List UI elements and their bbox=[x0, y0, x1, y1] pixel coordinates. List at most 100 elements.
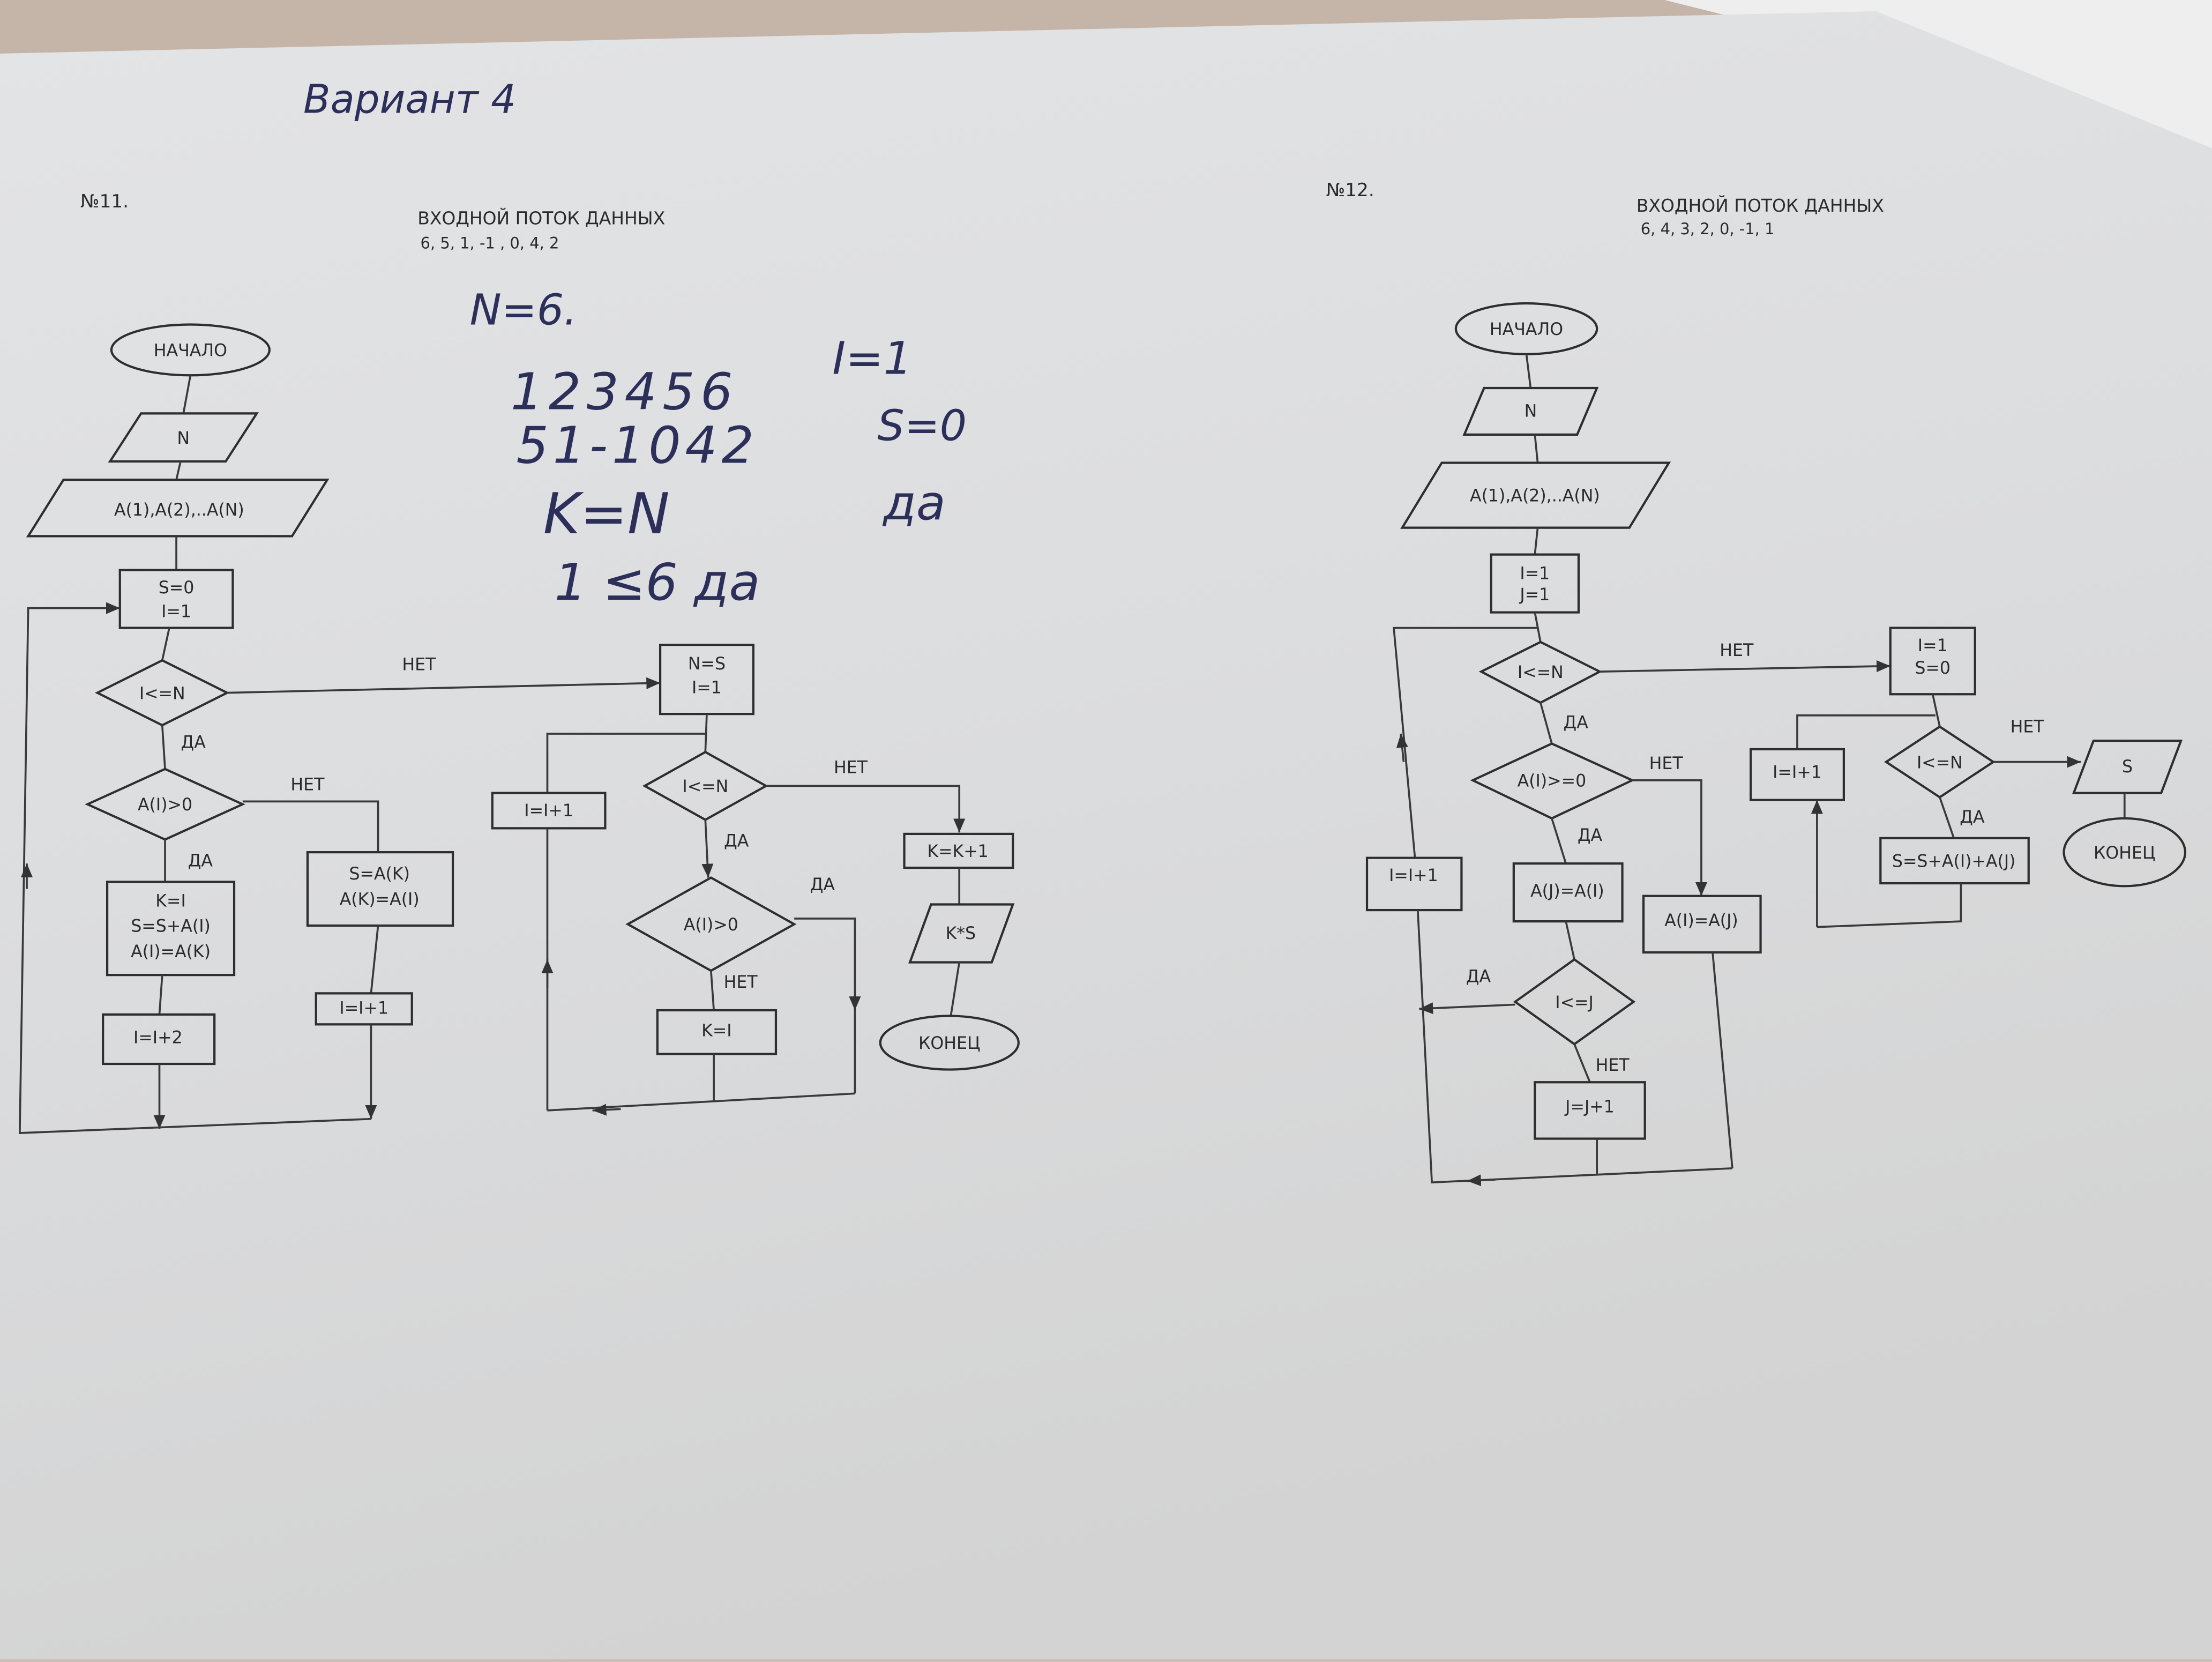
j-inc-block bbox=[1534, 1081, 1646, 1140]
no-block bbox=[1642, 895, 1762, 954]
sum-block bbox=[1879, 837, 2030, 885]
block-line: I=1 bbox=[692, 679, 722, 698]
note-i: I=1 bbox=[832, 332, 912, 385]
branch-yes: ДА bbox=[724, 832, 749, 851]
note-indices: 123456 bbox=[511, 362, 738, 421]
condition-i-le-j bbox=[1513, 958, 1636, 1046]
branch-no: НЕТ bbox=[1596, 1056, 1630, 1075]
input-array bbox=[1400, 461, 1671, 529]
block-line: J=1 bbox=[1519, 585, 1550, 605]
yes-block bbox=[1512, 862, 1624, 923]
no-block bbox=[306, 851, 454, 927]
input-n-label: N bbox=[1525, 402, 1537, 421]
input-n bbox=[1462, 386, 1599, 436]
handwritten-notes: Вариант 4 N=6. 123456 51-1042 K=N 1 ≤6 д… bbox=[303, 77, 967, 612]
condition-label: I<=N bbox=[139, 684, 185, 703]
branch-yes: ДА bbox=[810, 875, 835, 895]
input-array bbox=[26, 478, 330, 538]
block-line: I=I+1 bbox=[524, 801, 573, 821]
stream-header: ВХОДНОЙ ПОТОК ДАННЫХ bbox=[1636, 195, 1884, 216]
block-line: J=J+1 bbox=[1564, 1098, 1615, 1117]
block-line: I=1 bbox=[1520, 564, 1550, 583]
input-array-label: A(1),A(2),..A(N) bbox=[114, 501, 244, 520]
condition-label: A(I)>0 bbox=[684, 915, 738, 935]
inc-block bbox=[315, 992, 413, 1026]
note-k-eq-n: K=N bbox=[543, 481, 670, 547]
condition-label: I<=N bbox=[682, 777, 728, 796]
block-line: S=S+A(I)+A(J) bbox=[1892, 852, 2016, 871]
note-yes: да bbox=[882, 475, 946, 531]
k-assign-block bbox=[656, 1009, 778, 1055]
note-n: N=6. bbox=[470, 286, 578, 335]
block-line: K=I bbox=[155, 891, 185, 911]
handwritten-title: Вариант 4 bbox=[303, 77, 516, 123]
note-s: S=0 bbox=[878, 401, 967, 450]
block-line: A(I)=A(J) bbox=[1664, 911, 1738, 930]
block-line: S=S+A(I) bbox=[131, 917, 211, 936]
condition-label: I<=J bbox=[1555, 993, 1594, 1012]
block-line: A(J)=A(I) bbox=[1530, 882, 1604, 901]
branch-yes: ДА bbox=[181, 733, 206, 752]
block-line: N=S bbox=[688, 654, 726, 674]
end-label: КОНЕЦ bbox=[918, 1034, 981, 1053]
condition-a-gt-0-2 bbox=[625, 876, 797, 972]
start-label: НАЧАЛО bbox=[154, 341, 227, 361]
task-number: №12. bbox=[1326, 180, 1374, 201]
input-n-label: N bbox=[177, 429, 190, 448]
block-line: K=K+1 bbox=[927, 842, 988, 861]
branch-no: НЕТ bbox=[834, 758, 868, 778]
stream-header: ВХОДНОЙ ПОТОК ДАННЫХ bbox=[417, 207, 665, 229]
input-array-label: A(1),A(2),..A(N) bbox=[1470, 487, 1600, 506]
block-line: I=I+1 bbox=[339, 998, 388, 1018]
flowchart-task-11: №11. ВХОДНОЙ ПОТОК ДАННЫХ 6, 5, 1, -1 , … bbox=[18, 191, 1020, 1134]
block-line: I=I+2 bbox=[133, 1028, 183, 1048]
branch-no: НЕТ bbox=[1720, 641, 1754, 660]
task-number: №11. bbox=[80, 191, 129, 212]
condition-label: I<=N bbox=[1917, 753, 1963, 772]
init2-block bbox=[659, 644, 754, 716]
branch-no: НЕТ bbox=[2011, 717, 2045, 736]
loop-inc-block bbox=[491, 792, 607, 830]
end-terminator bbox=[879, 1015, 1020, 1071]
block-line: A(K)=A(I) bbox=[340, 890, 420, 910]
output-block bbox=[908, 903, 1015, 964]
branch-no: НЕТ bbox=[290, 775, 325, 794]
yes-block bbox=[106, 881, 236, 977]
note-compare: 1 ≤6 да bbox=[555, 553, 760, 612]
branch-yes: ДА bbox=[1578, 826, 1603, 845]
branch-no: НЕТ bbox=[724, 973, 758, 992]
block-line: I=I+1 bbox=[1389, 866, 1438, 885]
i-inc-block bbox=[1365, 856, 1463, 912]
input-n bbox=[108, 412, 259, 463]
start-label: НАЧАЛО bbox=[1490, 320, 1563, 339]
block-line: S=0 bbox=[1915, 659, 1951, 678]
init-line: S=0 bbox=[159, 578, 195, 598]
output-label: K*S bbox=[946, 924, 976, 943]
condition-a-gt-0 bbox=[85, 767, 245, 841]
condition-label: A(I)>0 bbox=[138, 795, 192, 815]
second-paper-sheet bbox=[1664, 0, 2212, 155]
flowchart-task-12: №12. ВХОДНОЙ ПОТОК ДАННЫХ 6, 4, 3, 2, 0,… bbox=[1326, 180, 2187, 1187]
block-line: S=A(K) bbox=[349, 864, 409, 884]
init-line: I=1 bbox=[161, 602, 191, 622]
branch-no: НЕТ bbox=[402, 655, 436, 675]
stream-values: 6, 4, 3, 2, 0, -1, 1 bbox=[1641, 220, 1775, 238]
block-line: I=I+1 bbox=[1773, 763, 1822, 782]
loop-inc-block bbox=[1750, 748, 1845, 801]
note-values: 51-1042 bbox=[517, 416, 758, 475]
output-block bbox=[2072, 740, 2183, 794]
branch-yes: ДА bbox=[1564, 713, 1589, 732]
condition-label: I<=N bbox=[1518, 663, 1564, 682]
block-line: A(I)=A(K) bbox=[131, 942, 211, 962]
block-line: K=I bbox=[701, 1021, 731, 1040]
condition-label: A(I)>=0 bbox=[1518, 771, 1587, 791]
stream-values: 6, 5, 1, -1 , 0, 4, 2 bbox=[421, 234, 559, 252]
paper-sheet bbox=[0, 11, 2212, 1659]
block-line: I=1 bbox=[1918, 636, 1948, 655]
end-label: КОНЕЦ bbox=[2094, 844, 2155, 863]
output-label: S bbox=[2122, 757, 2133, 777]
branch-no: НЕТ bbox=[1649, 754, 1684, 773]
branch-yes: ДА bbox=[1960, 808, 1985, 827]
